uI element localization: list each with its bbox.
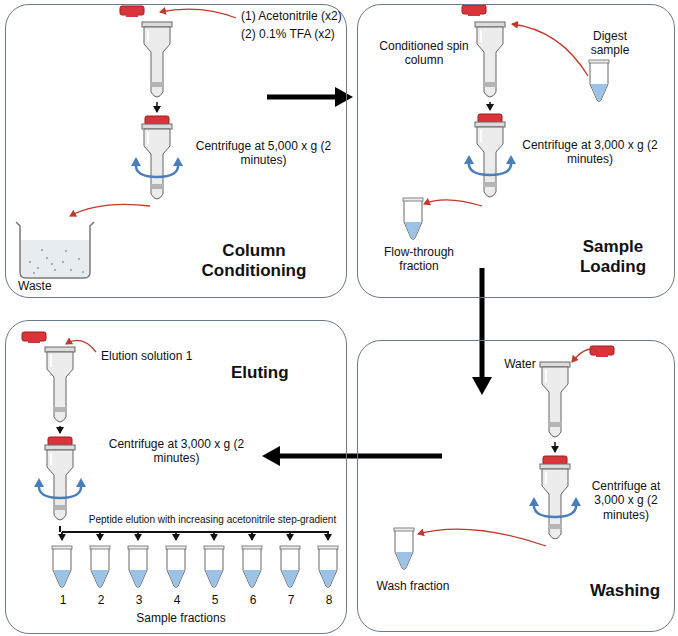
fraction-ticks (62, 532, 328, 540)
step-text: 7 (283, 593, 299, 607)
arrowhead (262, 446, 280, 466)
step-text: Centrifuge at 3,000 x g (2 minutes) (580, 479, 672, 522)
step-panel: Conditioned spin column Digest sampleCent… (357, 4, 675, 298)
step-text: Centrifuge at 5,000 x g (2 minutes) (186, 139, 341, 168)
flow-arrow (262, 446, 442, 466)
step-text: 3 (131, 593, 147, 607)
step-title: Column Conditioning (184, 241, 324, 280)
step-text: Flow-through fraction (374, 245, 464, 274)
step-text: Conditioned spin column (374, 39, 474, 68)
arrowhead (335, 87, 353, 107)
step-title: Washing (580, 581, 670, 601)
step-text: (2) 0.1% TFA (x2) (241, 27, 346, 41)
step-text: Wash fraction (374, 579, 452, 593)
flow-arrow (267, 87, 353, 107)
step-text: 8 (321, 593, 337, 607)
step-panel: WaterCentrifuge at 3,000 x g (2 minutes)… (357, 340, 675, 632)
step-text: Sample fractions (111, 611, 251, 625)
step-text: 4 (169, 593, 185, 607)
step-text: Digest sample (578, 29, 642, 58)
step-text: Peptide elution with increasing acetonit… (84, 514, 341, 526)
step-text: Centrifuge at 3,000 x g (2 minutes) (514, 138, 666, 167)
step-text: 5 (207, 593, 223, 607)
step-text: Water (492, 357, 548, 371)
step-panel: Elution solution 1ElutingCentrifuge at 3… (5, 320, 347, 634)
step-title: Eluting (231, 363, 321, 383)
step-title: Sample Loading (558, 237, 668, 276)
flow-line (480, 268, 485, 379)
step-text: 2 (93, 593, 109, 607)
step-panel: (1) Acetonitrile (x2) (2) 0.1% TFA (x2) Ce… (5, 4, 347, 298)
step-text: Elution solution 1 (101, 349, 241, 363)
flow-line (278, 454, 442, 459)
arrowhead (472, 377, 492, 395)
flow-arrow (472, 268, 492, 395)
step-text: Centrifuge at 3,000 x g (2 minutes) (99, 437, 254, 466)
step-text: (1) Acetonitrile (x2) (241, 9, 346, 23)
eluting-art (22, 332, 338, 588)
step-text: 1 (55, 593, 71, 607)
step-text: Waste (18, 279, 78, 293)
step-text: 6 (245, 593, 261, 607)
flow-line (267, 95, 337, 100)
